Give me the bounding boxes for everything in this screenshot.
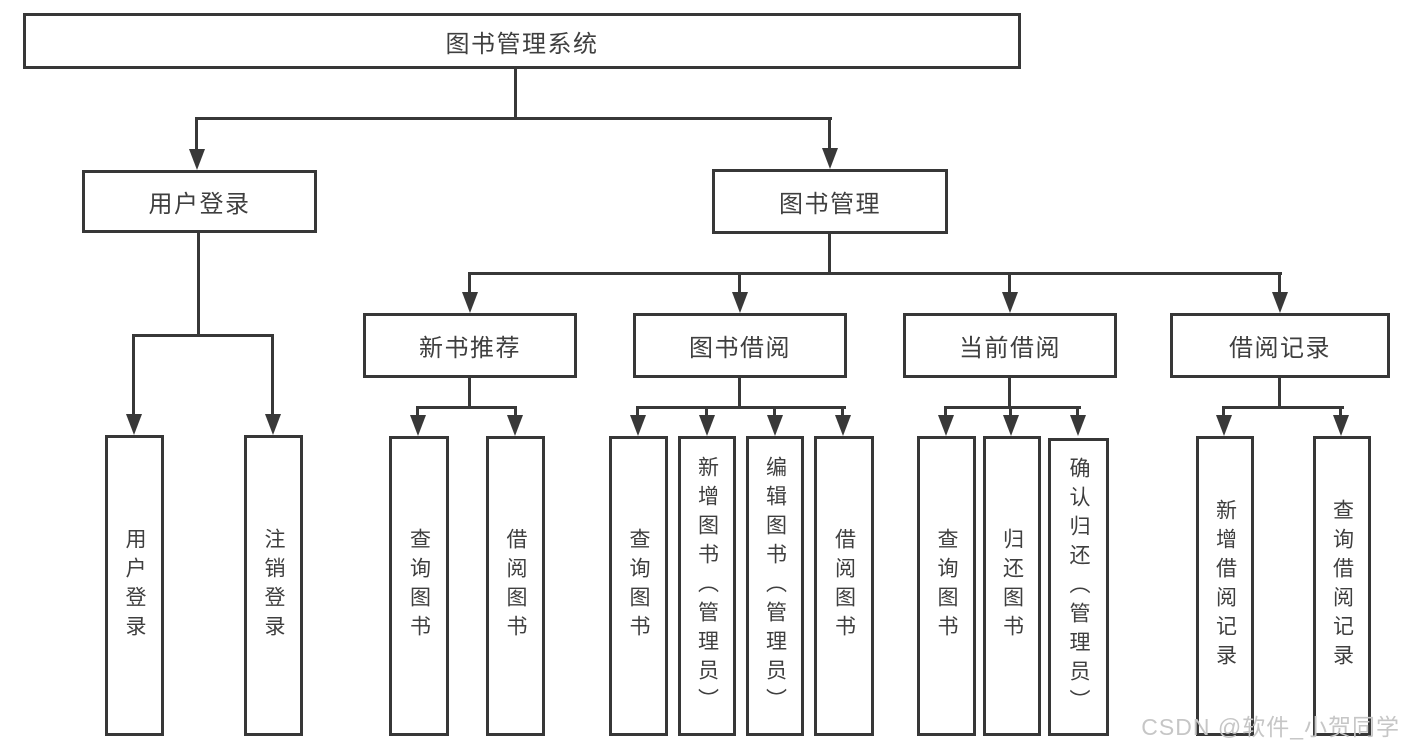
- connector-trunk: [468, 377, 471, 408]
- connector-drop: [416, 406, 419, 417]
- connector-drop: [1222, 406, 1225, 417]
- node-label: 用户登录: [123, 527, 146, 644]
- leaf-edit-books-admin: 编辑图书（管理员）: [746, 436, 804, 736]
- leaf-borrow-books: 借阅图书: [486, 436, 545, 736]
- connector-rail: [636, 406, 846, 409]
- connector-drop: [738, 272, 741, 294]
- connector-mgmt-trunk: [828, 233, 831, 274]
- leaf-return-books: 归还图书: [983, 436, 1041, 736]
- leaf-query-books: 查询图书: [917, 436, 976, 736]
- node-new-book-recommendation: 新书推荐: [363, 313, 577, 378]
- connector-drop: [705, 406, 708, 417]
- connector-drop: [1008, 272, 1011, 294]
- node-label: 借阅记录: [1229, 335, 1331, 362]
- connector-drop: [1009, 406, 1012, 417]
- connector-level2-rail: [195, 117, 832, 120]
- node-borrowing-records: 借阅记录: [1170, 313, 1390, 378]
- node-label: 查询图书: [407, 528, 431, 644]
- arrow-down-icon: [938, 415, 954, 436]
- arrow-down-icon: [1272, 292, 1288, 313]
- arrow-down-icon: [1333, 415, 1349, 436]
- arrow-down-icon: [630, 415, 646, 436]
- arrow-down-icon: [126, 414, 142, 435]
- connector-trunk: [738, 377, 741, 408]
- node-label: 当前借阅: [959, 335, 1061, 362]
- node-label: 查询图书: [935, 528, 958, 644]
- arrow-down-icon: [1070, 415, 1086, 436]
- node-label: 编辑图书（管理员）: [763, 455, 787, 717]
- connector-root-trunk: [514, 68, 517, 118]
- node-label: 确认归还（管理员）: [1067, 456, 1090, 718]
- arrow-down-icon: [732, 292, 748, 313]
- node-label: 用户登录: [148, 191, 251, 218]
- arrow-down-icon: [265, 414, 281, 435]
- leaf-query-books: 查询图书: [389, 436, 449, 736]
- connector-drop: [132, 334, 135, 415]
- connector-drop: [514, 406, 517, 417]
- node-label: 新增图书（管理员）: [695, 455, 719, 717]
- connector-login-trunk: [197, 232, 200, 337]
- connector-rail: [1222, 406, 1344, 409]
- arrow-down-icon: [822, 148, 838, 169]
- arrow-down-icon: [835, 415, 851, 436]
- leaf-user-login: 用户登录: [105, 435, 164, 736]
- node-label: 新增借阅记录: [1213, 499, 1237, 673]
- arrow-down-icon: [189, 149, 205, 170]
- leaf-borrow-books: 借阅图书: [814, 436, 874, 736]
- node-label: 归还图书: [1000, 528, 1024, 644]
- connector-rail: [944, 406, 1081, 409]
- connector-drop: [1339, 406, 1342, 417]
- leaf-logout: 注销登录: [244, 435, 303, 736]
- connector-drop: [1278, 272, 1281, 294]
- connector-drop: [636, 406, 639, 417]
- connector-level3-rail: [468, 272, 1282, 275]
- node-label: 查询借阅记录: [1330, 499, 1354, 673]
- node-root-system: 图书管理系统: [23, 13, 1021, 69]
- connector-drop-login: [195, 117, 198, 150]
- connector-login-rail: [132, 334, 274, 337]
- arrow-down-icon: [767, 415, 783, 436]
- leaf-add-borrow-record: 新增借阅记录: [1196, 436, 1254, 736]
- arrow-down-icon: [462, 292, 478, 313]
- watermark: CSDN @软件_小贺同学: [1141, 714, 1400, 740]
- node-book-management: 图书管理: [712, 169, 948, 234]
- connector-trunk: [1008, 377, 1011, 408]
- connector-drop-mgmt: [828, 117, 831, 149]
- node-label: 查询图书: [627, 528, 650, 644]
- connector-drop: [944, 406, 947, 417]
- node-label: 借阅图书: [832, 528, 856, 644]
- connector-drop: [1076, 406, 1079, 417]
- node-label: 注销登录: [262, 527, 285, 644]
- connector-drop: [841, 406, 844, 417]
- connector-drop: [773, 406, 776, 417]
- node-label: 新书推荐: [419, 335, 521, 362]
- leaf-confirm-return-admin: 确认归还（管理员）: [1048, 438, 1109, 736]
- node-label: 借阅图书: [504, 528, 527, 644]
- node-label: 图书管理系统: [445, 30, 599, 58]
- node-current-borrowing: 当前借阅: [903, 313, 1117, 378]
- arrow-down-icon: [699, 415, 715, 436]
- node-book-borrowing: 图书借阅: [633, 313, 847, 378]
- node-label: 图书借阅: [689, 335, 791, 362]
- arrow-down-icon: [410, 415, 426, 436]
- node-user-login: 用户登录: [82, 170, 317, 233]
- connector-drop: [271, 334, 274, 415]
- arrow-down-icon: [1216, 415, 1232, 436]
- leaf-query-books: 查询图书: [609, 436, 668, 736]
- connector-drop: [468, 272, 471, 294]
- node-label: 图书管理: [779, 191, 881, 218]
- arrow-down-icon: [1002, 292, 1018, 313]
- arrow-down-icon: [1003, 415, 1019, 436]
- connector-trunk: [1278, 377, 1281, 408]
- connector-rail: [416, 406, 517, 409]
- leaf-query-borrow-record: 查询借阅记录: [1313, 436, 1371, 736]
- arrow-down-icon: [507, 415, 523, 436]
- leaf-add-books-admin: 新增图书（管理员）: [678, 436, 736, 736]
